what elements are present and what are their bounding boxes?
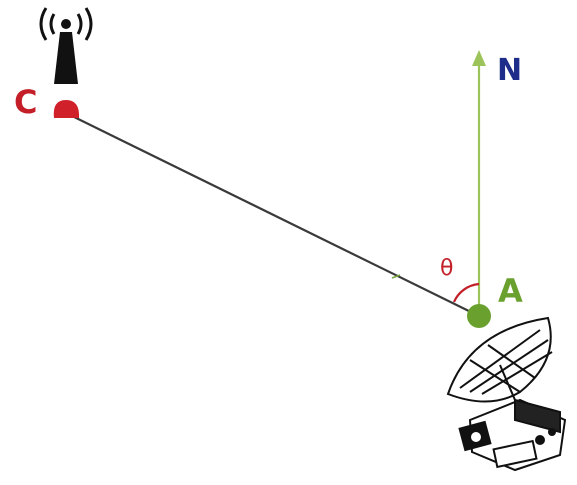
north-label: N <box>497 53 522 88</box>
north-arrow <box>472 50 486 316</box>
theta-angle-arc <box>452 282 480 303</box>
radio-tower-icon <box>39 7 93 84</box>
line-c-to-a <box>65 112 480 317</box>
line-tick-mark <box>391 274 401 279</box>
theta-label: θ <box>440 256 453 281</box>
point-c-label: C <box>14 83 37 121</box>
point-a-label: A <box>498 272 523 310</box>
point-c-marker <box>53 100 80 118</box>
satellite-dish-icon <box>446 316 567 472</box>
point-a-marker <box>467 304 491 328</box>
